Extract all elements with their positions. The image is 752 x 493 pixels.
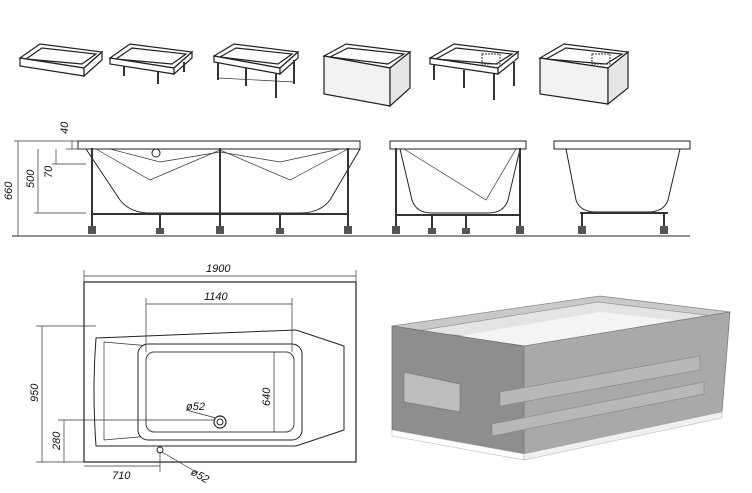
thumbnail-bathtub-with-panel [322,43,412,108]
end-elevation-legs [553,140,691,234]
dim-660: 660 [3,181,15,200]
thumbnail-bathtub-hydromassage-frame [428,43,520,100]
dim-1900: 1900 [206,263,231,275]
dim-500: 500 [25,169,37,188]
dim-drain-diameter: ø52 [186,401,205,413]
bathtub-3d-render [391,295,731,461]
dim-280: 280 [51,431,63,451]
side-elevation-dimensions: 660 500 70 40 [3,121,86,237]
plan-view [83,281,357,463]
dim-1140: 1140 [204,291,229,303]
end-elevation-frame [389,140,527,234]
dim-40: 40 [59,121,71,134]
dim-70: 70 [43,165,55,178]
plan-view-dimensions: 1900 1140 950 640 280 710 ø52 ø52 [29,263,357,486]
dim-overflow-diameter: ø52 [189,466,211,486]
dim-710: 710 [112,470,131,482]
dim-950: 950 [29,383,41,402]
thumbnail-bathtub-only [18,43,104,78]
side-elevation-long [12,140,690,237]
dim-640: 640 [261,387,273,406]
thumbnail-bathtub-with-frame-and-legs [212,43,300,98]
thumbnail-bathtub-with-frame [108,43,194,84]
thumbnail-bathtub-hydromassage-panel [538,43,630,106]
